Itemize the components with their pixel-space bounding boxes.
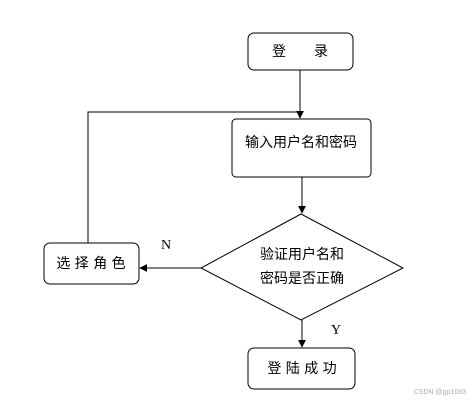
node-select-role: 选 择 角 色 — [43, 242, 140, 285]
node-input-credentials-label: 输入用户名和密码 — [245, 134, 357, 151]
node-input-credentials: 输入用户名和密码 — [231, 118, 372, 178]
node-login-label: 登 录 — [272, 44, 328, 60]
edge-select-role-loop-back — [87, 111, 300, 243]
node-select-role-label: 选 择 角 色 — [56, 255, 125, 272]
watermark: CSDN @gp1083 — [413, 389, 466, 396]
node-login-success: 登 陆 成 功 — [247, 347, 356, 390]
node-login-success-label: 登 陆 成 功 — [267, 361, 336, 377]
node-verify-label-line2: 密码是否正确 — [260, 270, 344, 287]
node-login: 登 录 — [247, 32, 354, 71]
node-verify-label-line1: 验证用户名和 — [260, 246, 344, 263]
node-verify-decision: 验证用户名和 密码是否正确 — [199, 213, 405, 321]
edge-label-yes: Y — [331, 323, 341, 338]
edge-label-no: N — [161, 238, 171, 253]
